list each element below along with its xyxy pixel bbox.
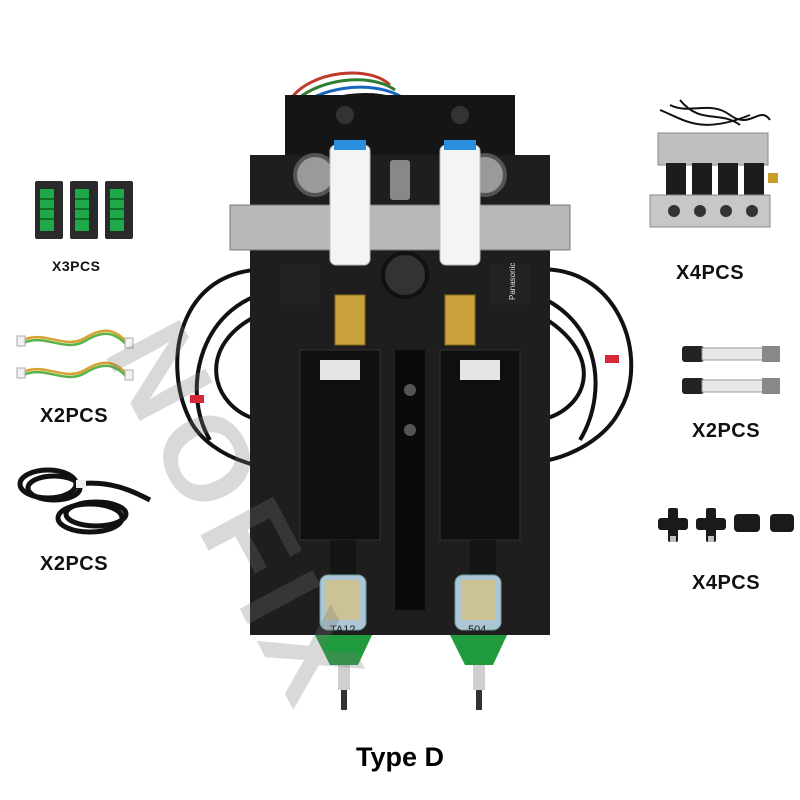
nozzle-left-label: TA12	[330, 624, 355, 636]
ribbon-cables-qty: X2PCS	[40, 405, 109, 427]
mufflers-qty: X2PCS	[692, 420, 761, 442]
mufflers-image	[682, 346, 780, 394]
ribbon-cables-image	[16, 329, 134, 381]
nozzle-right-label: 504	[468, 624, 486, 636]
sensor-label: Panasonic	[508, 263, 517, 300]
solenoid-valves-image	[649, 99, 778, 228]
terminal-blocks-image	[35, 181, 133, 239]
push-fittings-qty: X4PCS	[692, 572, 761, 594]
terminal-blocks-qty: X3PCS	[52, 258, 101, 274]
round-cables-image	[17, 467, 152, 535]
dual-nozzle-head-image: Panasonic TA12 504	[175, 71, 634, 710]
solenoid-valves-qty: X4PCS	[676, 262, 745, 284]
round-cables-qty: X2PCS	[40, 553, 109, 575]
product-caption: Type D	[355, 742, 444, 772]
push-fittings-image	[658, 508, 794, 542]
